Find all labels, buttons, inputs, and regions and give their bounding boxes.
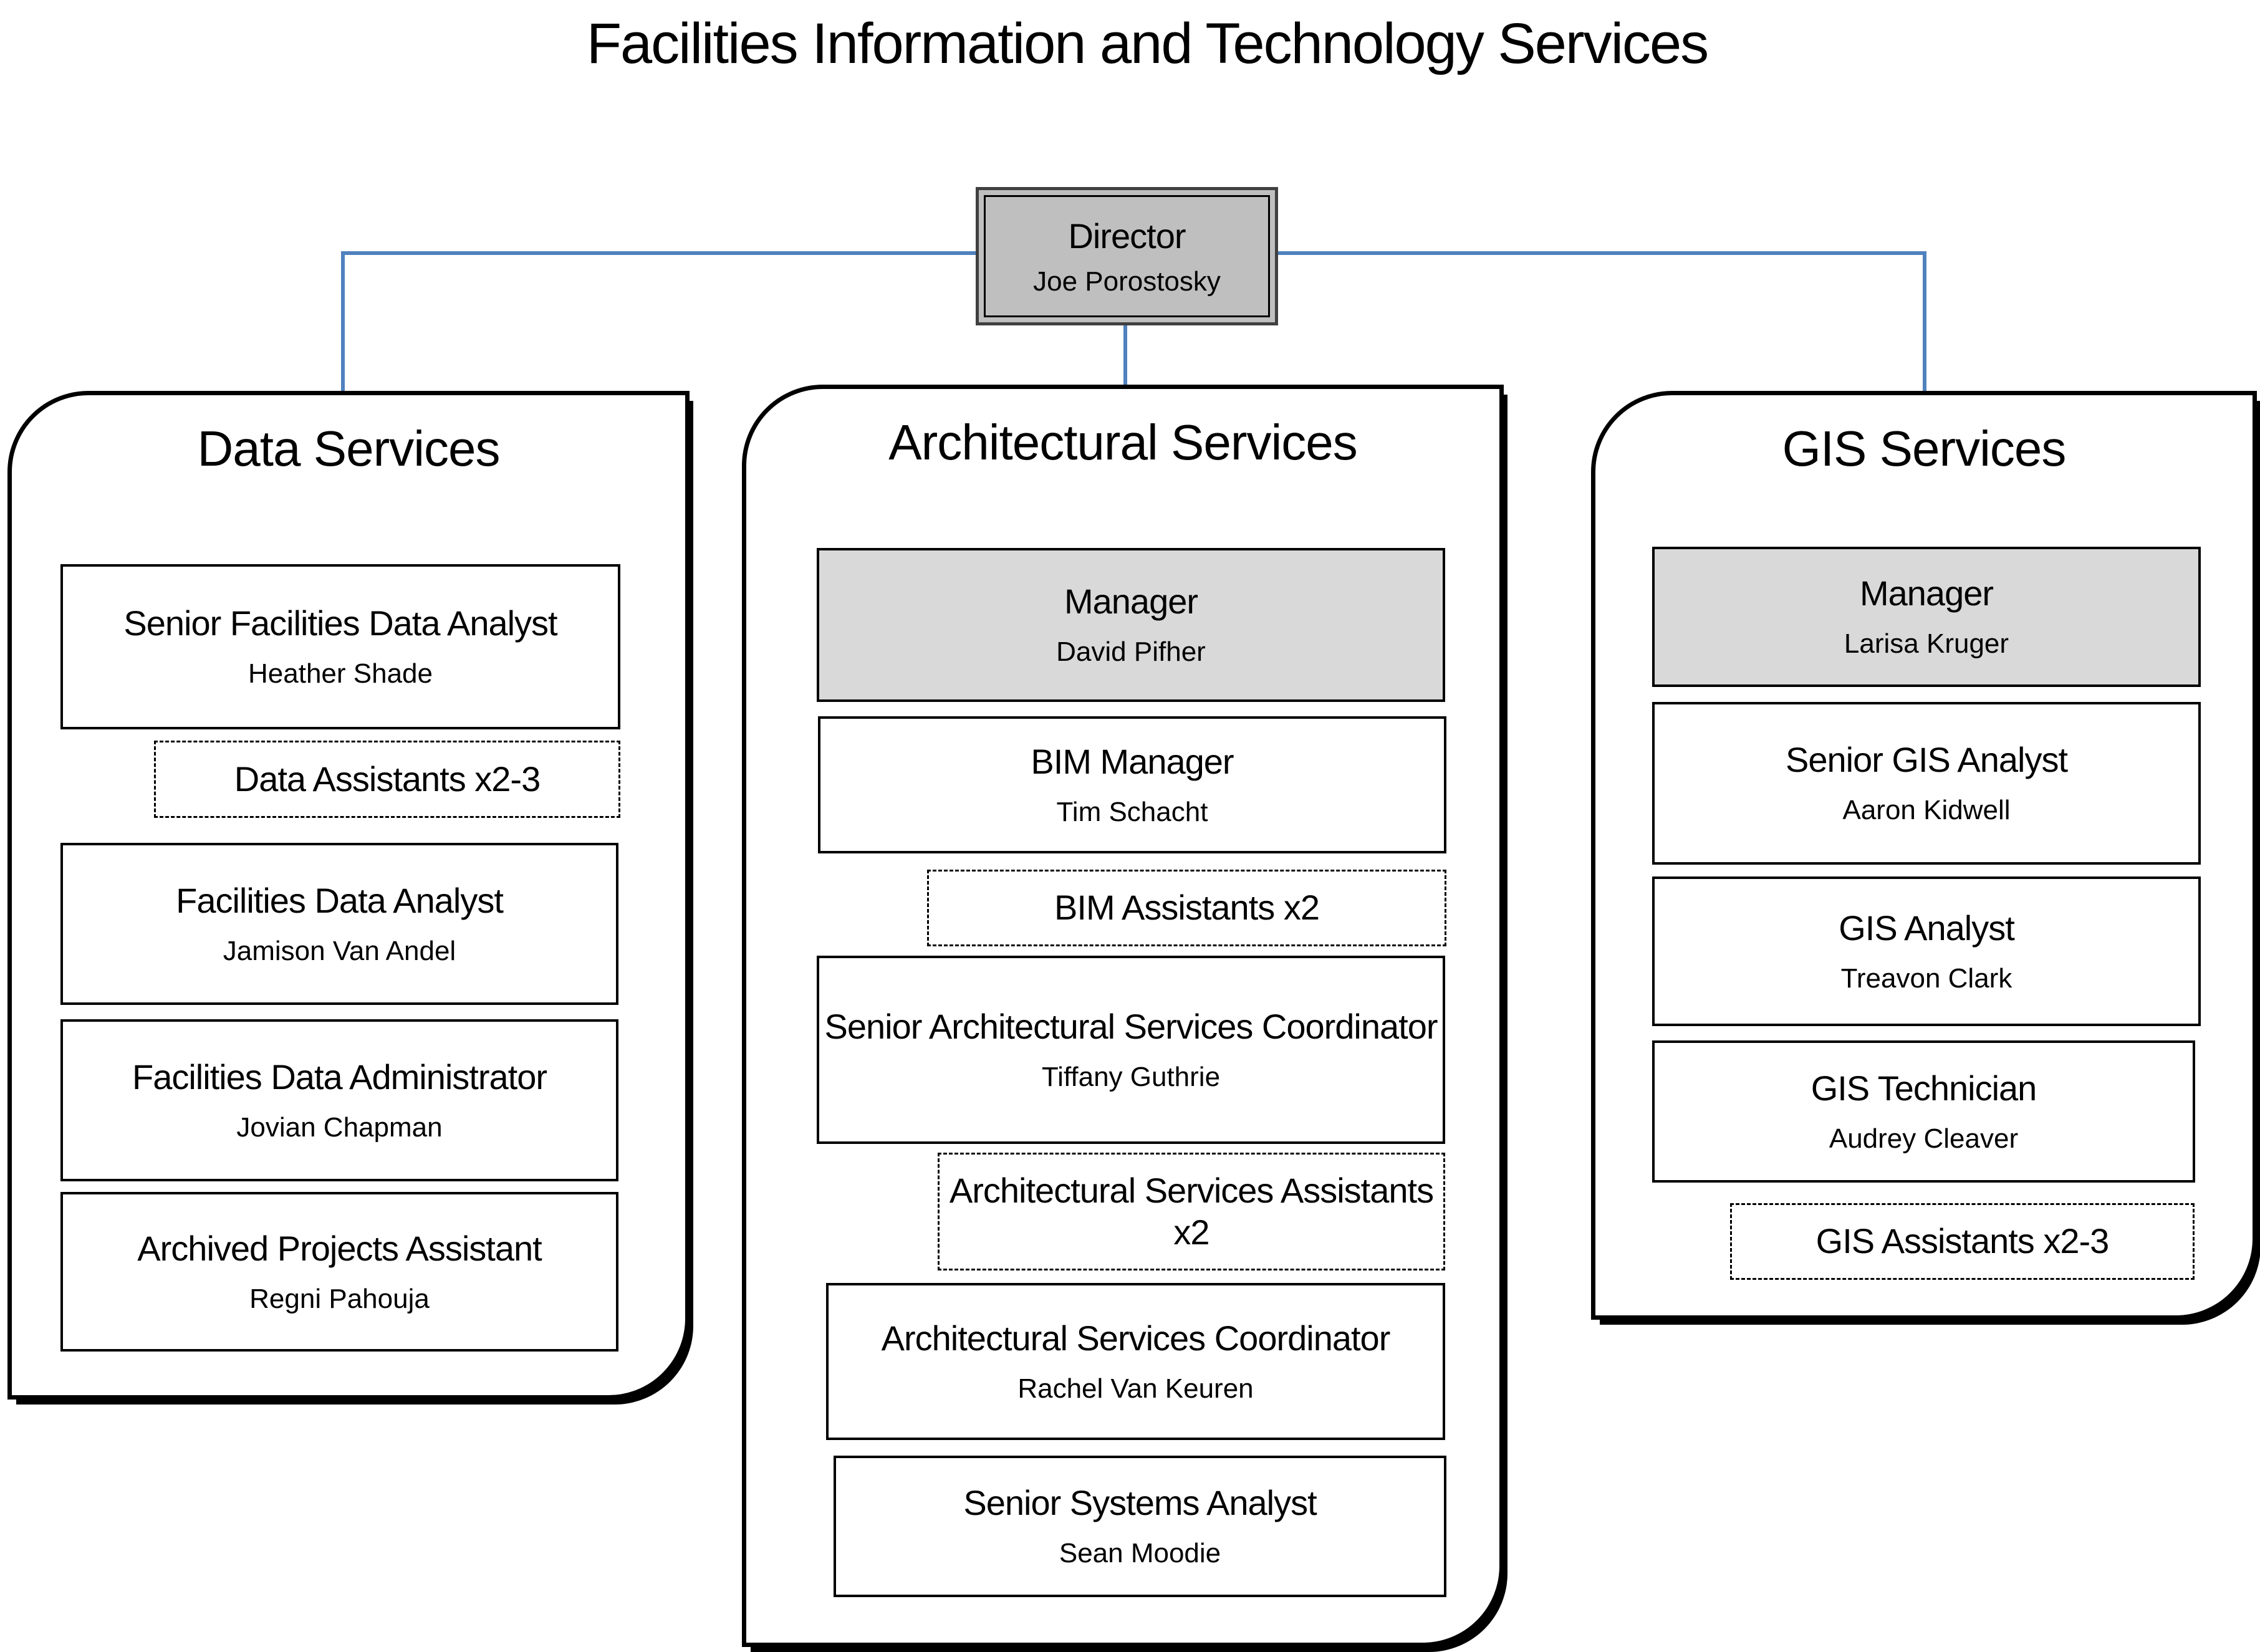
position-box-facilities-data-administrator: Facilities Data Administrator Jovian Cha… bbox=[60, 1019, 618, 1181]
position-box-senior-facilities-data-analyst: Senior Facilities Data Analyst Heather S… bbox=[60, 564, 620, 729]
position-box-bim-assistants: BIM Assistants x2 bbox=[927, 870, 1446, 946]
position-title: Senior Facilities Data Analyst bbox=[123, 603, 557, 643]
page-title: Facilities Information and Technology Se… bbox=[586, 12, 1709, 75]
section-label-gis-services: GIS Services bbox=[1782, 421, 2067, 476]
connector-vertical-left bbox=[341, 251, 345, 395]
section-label-data-services: Data Services bbox=[197, 421, 501, 476]
position-name: David Pifher bbox=[1056, 636, 1206, 668]
position-name: Heather Shade bbox=[248, 658, 433, 689]
position-title: Facilities Data Administrator bbox=[132, 1057, 547, 1097]
position-title: Senior Systems Analyst bbox=[963, 1483, 1317, 1523]
director-role: Director bbox=[1068, 216, 1186, 256]
position-name: Regni Pahouja bbox=[249, 1283, 430, 1314]
position-title: Senior GIS Analyst bbox=[1785, 740, 2068, 780]
connector-horizontal-right bbox=[1278, 251, 1926, 255]
position-box-gis-analyst: GIS Analyst Treavon Clark bbox=[1652, 876, 2201, 1026]
position-box-gis-manager: Manager Larisa Kruger bbox=[1652, 547, 2201, 687]
position-box-arch-services-assistants: Architectural Services Assistants x2 bbox=[938, 1153, 1445, 1270]
connector-horizontal-left bbox=[343, 251, 976, 255]
director-box: Director Joe Porostosky bbox=[976, 187, 1278, 325]
position-box-archived-projects-assistant: Archived Projects Assistant Regni Pahouj… bbox=[60, 1192, 618, 1352]
position-title: GIS Technician bbox=[1810, 1068, 2037, 1108]
position-box-senior-systems-analyst: Senior Systems Analyst Sean Moodie bbox=[834, 1456, 1446, 1597]
position-name: Larisa Kruger bbox=[1844, 628, 2009, 660]
position-title: Architectural Services Coordinator bbox=[881, 1318, 1391, 1358]
position-title: Manager bbox=[1859, 574, 1994, 613]
section-label-architectural-services: Architectural Services bbox=[888, 415, 1358, 470]
position-name: Sean Moodie bbox=[1059, 1538, 1221, 1569]
director-box-inner: Director Joe Porostosky bbox=[984, 195, 1270, 317]
position-title: Manager bbox=[1064, 582, 1198, 622]
position-name: Treavon Clark bbox=[1840, 963, 2012, 994]
position-title: GIS Analyst bbox=[1839, 908, 2015, 948]
section-gis-services: GIS Services Manager Larisa Kruger Senio… bbox=[1591, 391, 2257, 1320]
position-box-senior-arch-services-coordinator: Senior Architectural Services Coordinato… bbox=[817, 956, 1445, 1144]
position-title: Senior Architectural Services Coordinato… bbox=[824, 1006, 1438, 1046]
position-title: Architectural Services Assistants x2 bbox=[949, 1171, 1434, 1252]
position-title: Data Assistants x2-3 bbox=[234, 759, 541, 799]
director-name: Joe Porostosky bbox=[1033, 266, 1221, 297]
position-title: BIM Manager bbox=[1031, 741, 1234, 781]
position-box-gis-assistants: GIS Assistants x2-3 bbox=[1730, 1203, 2195, 1280]
position-name: Audrey Cleaver bbox=[1829, 1123, 2019, 1154]
position-box-facilities-data-analyst: Facilities Data Analyst Jamison Van Ande… bbox=[60, 843, 618, 1005]
position-name: Tim Schacht bbox=[1056, 796, 1208, 827]
position-box-gis-technician: GIS Technician Audrey Cleaver bbox=[1652, 1040, 2195, 1183]
connector-vertical-center bbox=[1123, 324, 1127, 389]
position-name: Aaron Kidwell bbox=[1842, 795, 2011, 826]
connector-vertical-right bbox=[1923, 251, 1926, 395]
section-architectural-services: Architectural Services Manager David Pif… bbox=[742, 385, 1504, 1647]
position-title: Archived Projects Assistant bbox=[137, 1228, 542, 1268]
position-box-bim-manager: BIM Manager Tim Schacht bbox=[818, 716, 1446, 853]
position-title: Facilities Data Analyst bbox=[176, 880, 504, 920]
position-name: Rachel Van Keuren bbox=[1017, 1373, 1254, 1404]
position-name: Tiffany Guthrie bbox=[1041, 1061, 1221, 1092]
position-box-senior-gis-analyst: Senior GIS Analyst Aaron Kidwell bbox=[1652, 702, 2201, 865]
position-name: Jovian Chapman bbox=[236, 1112, 443, 1143]
position-title: GIS Assistants x2-3 bbox=[1815, 1221, 2110, 1261]
position-box-arch-manager: Manager David Pifher bbox=[817, 548, 1445, 702]
position-box-data-assistants: Data Assistants x2-3 bbox=[154, 741, 620, 818]
section-data-services: Data Services Senior Facilities Data Ana… bbox=[7, 391, 690, 1400]
position-title: BIM Assistants x2 bbox=[1054, 888, 1320, 928]
position-name: Jamison Van Andel bbox=[223, 935, 456, 966]
position-box-arch-services-coordinator: Architectural Services Coordinator Rache… bbox=[826, 1283, 1445, 1440]
